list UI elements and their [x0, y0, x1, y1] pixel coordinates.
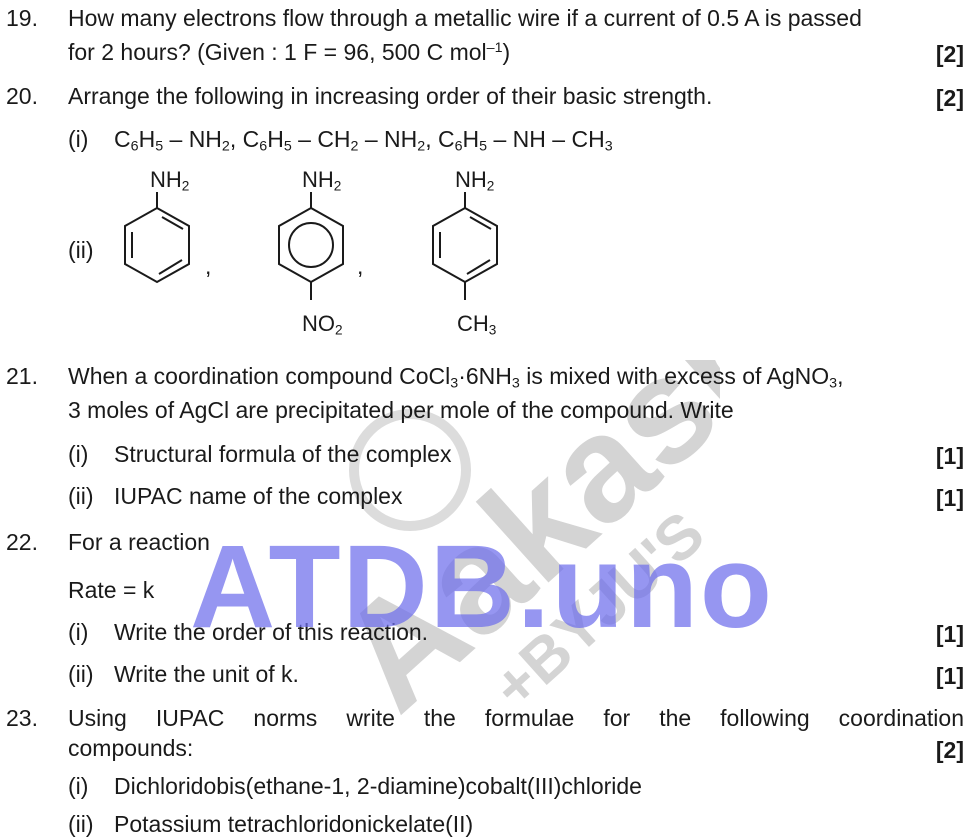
q20-marks: [2] — [935, 85, 964, 111]
q22-part-i-marks: [1] — [935, 621, 964, 647]
q22-part-i-label: (i) — [68, 619, 89, 645]
q19-marks: [2] — [935, 41, 964, 67]
q21-line-2: 3 moles of AgCl are precipitated per mol… — [68, 397, 734, 423]
mol-comma-1: , — [205, 253, 212, 279]
q21-line-1: When a coordination compound CoCl3·6NH3 … — [68, 363, 844, 392]
watermark-circle-icon — [349, 409, 471, 531]
aakash-logo-watermark: Aakash +BYJU'S — [307, 360, 720, 742]
q20-part-ii-label: (ii) — [68, 237, 94, 263]
q21-part-ii-marks: [1] — [935, 485, 964, 511]
mol3-ch3-label: CH3 — [457, 311, 497, 338]
q22-part-ii-marks: [1] — [935, 663, 964, 689]
q22-part-ii-label: (ii) — [68, 661, 94, 687]
question-number-23: 23. — [6, 705, 38, 731]
q23-part-ii-label: (ii) — [68, 811, 94, 837]
q22-rate: Rate = k — [68, 577, 155, 603]
q20-benzene-structures — [124, 192, 498, 300]
mol3-nh2-label: NH2 — [455, 167, 495, 194]
mol2-nh2-label: NH2 — [302, 167, 342, 194]
question-number-22: 22. — [6, 529, 38, 555]
q22-part-ii-text: Write the unit of k. — [114, 661, 299, 687]
aniline-ring-icon — [124, 192, 190, 284]
q22-line-1: For a reaction — [68, 529, 210, 555]
q23-part-i-text: Dichloridobis(ethane-1, 2-diamine)cobalt… — [114, 773, 642, 799]
q20-text: Arrange the following in increasing orde… — [68, 83, 713, 109]
q23-marks: [2] — [935, 737, 964, 763]
q21-part-i-text: Structural formula of the complex — [114, 441, 452, 467]
mol1-nh2-label: NH2 — [150, 167, 190, 194]
q19-line-2: for 2 hours? (Given : 1 F = 96, 500 C mo… — [68, 39, 511, 65]
question-number-21: 21. — [6, 363, 38, 389]
mol2-no2-label: NO2 — [302, 311, 343, 338]
p-nitroaniline-ring-icon — [278, 192, 344, 300]
q20-part-i-formula: C6H5 – NH2, C6H5 – CH2 – NH2, C6H5 – NH … — [114, 126, 613, 155]
q21-part-i-marks: [1] — [935, 443, 964, 469]
question-number-19: 19. — [6, 5, 38, 31]
q23-part-i-label: (i) — [68, 773, 89, 799]
q19-line-1: How many electrons flow through a metall… — [68, 5, 862, 31]
p-toluidine-ring-icon — [432, 192, 498, 300]
q20-part-i-label: (i) — [68, 126, 89, 152]
q21-part-i-label: (i) — [68, 441, 89, 467]
q21-part-ii-text: IUPAC name of the complex — [114, 483, 403, 509]
q23-line-2: compounds: — [68, 735, 194, 761]
mol-comma-2: , — [357, 253, 364, 279]
question-number-20: 20. — [6, 83, 38, 109]
q23-part-ii-text: Potassium tetrachloridonickelate(II) — [114, 811, 474, 837]
q22-part-i-text: Write the order of this reaction. — [114, 619, 429, 645]
q21-part-ii-label: (ii) — [68, 483, 94, 509]
